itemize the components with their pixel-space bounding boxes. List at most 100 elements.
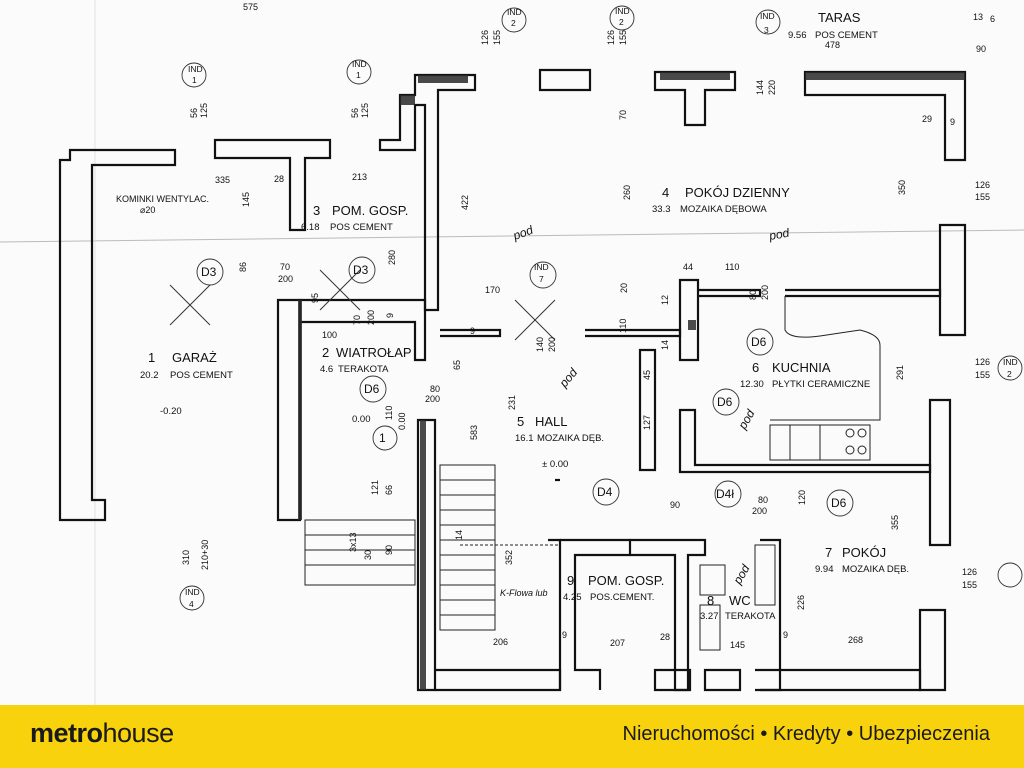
svg-text:70: 70: [280, 262, 290, 272]
svg-text:220: 220: [767, 80, 777, 95]
svg-text:120: 120: [797, 490, 807, 505]
svg-text:POS CEMENT: POS CEMENT: [170, 370, 233, 381]
walls: [58, 68, 967, 692]
svg-text:20.2: 20.2: [140, 370, 159, 381]
svg-text:MOZAIKA DĘBOWA: MOZAIKA DĘBOWA: [680, 204, 767, 215]
svg-text:3: 3: [313, 203, 320, 218]
svg-text:200: 200: [547, 337, 557, 352]
svg-text:110: 110: [618, 319, 628, 333]
svg-text:TARAS: TARAS: [818, 10, 861, 25]
svg-text:D4ł: D4ł: [716, 487, 734, 501]
svg-text:pod: pod: [735, 407, 758, 432]
svg-text:155: 155: [962, 580, 977, 590]
svg-text:4.6: 4.6: [320, 364, 333, 375]
svg-text:110: 110: [384, 406, 394, 420]
room-label-2: 2 WIATROŁAP 4.6 TERAKOTA: [320, 345, 412, 375]
svg-text:268: 268: [848, 635, 863, 645]
svg-text:80: 80: [430, 384, 440, 394]
logo-light-part: house: [102, 718, 175, 748]
svg-text:4: 4: [662, 185, 669, 200]
svg-text:70: 70: [352, 315, 362, 325]
svg-text:33.3: 33.3: [652, 204, 671, 215]
svg-text:D6: D6: [831, 496, 847, 510]
svg-text:100: 100: [322, 330, 337, 340]
svg-text:9: 9: [783, 630, 788, 640]
svg-text:9.94: 9.94: [815, 564, 834, 575]
svg-text:9: 9: [470, 326, 475, 336]
svg-text:D6: D6: [364, 382, 380, 396]
svg-text:IND: IND: [760, 11, 775, 21]
svg-text:226: 226: [796, 595, 806, 610]
svg-text:170: 170: [485, 285, 500, 295]
room-label-8: 8 WC 3.27 TERAKOTA: [700, 593, 776, 622]
svg-text:pod: pod: [767, 226, 790, 243]
svg-text:260: 260: [622, 185, 632, 200]
staircase: [304, 464, 560, 631]
svg-text:IND: IND: [185, 587, 200, 597]
svg-text:583: 583: [469, 425, 479, 440]
svg-text:D6: D6: [717, 395, 733, 409]
svg-text:155: 155: [975, 370, 990, 380]
svg-text:IND: IND: [615, 6, 630, 16]
svg-text:310: 310: [181, 550, 191, 565]
svg-text:8: 8: [707, 593, 714, 608]
svg-text:7: 7: [539, 274, 544, 284]
svg-text:POS CEMENT: POS CEMENT: [330, 222, 393, 233]
svg-text:206: 206: [493, 637, 508, 647]
svg-text:14: 14: [660, 340, 670, 350]
svg-text:90: 90: [384, 545, 394, 555]
svg-text:45: 45: [642, 370, 652, 380]
svg-text:K-Flowa lub: K-Flowa lub: [500, 588, 548, 598]
svg-text:POM. GOSP.: POM. GOSP.: [332, 203, 408, 218]
svg-text:2: 2: [619, 17, 624, 27]
svg-text:IND: IND: [534, 262, 549, 272]
room-label-1: 1 GARAŻ 20.2 POS CEMENT: [140, 350, 233, 381]
svg-text:IND: IND: [507, 7, 522, 17]
svg-text:200: 200: [752, 506, 767, 516]
svg-text:65: 65: [452, 360, 462, 370]
svg-text:20: 20: [619, 283, 629, 293]
svg-text:28: 28: [274, 174, 284, 184]
svg-text:14: 14: [454, 530, 464, 540]
wall-hatching: [298, 72, 965, 690]
svg-text:155: 155: [975, 192, 990, 202]
svg-text:POS CEMENT: POS CEMENT: [815, 30, 878, 41]
svg-text:IND: IND: [1003, 357, 1018, 367]
svg-text:207: 207: [610, 638, 625, 648]
svg-text:4: 4: [189, 599, 194, 609]
svg-text:⌀20: ⌀20: [140, 205, 155, 215]
svg-text:200: 200: [278, 274, 293, 284]
svg-text:12: 12: [660, 295, 670, 305]
svg-text:28: 28: [660, 632, 670, 642]
svg-text:MOZAIKA DĘB.: MOZAIKA DĘB.: [537, 433, 604, 444]
svg-text:IND: IND: [352, 59, 367, 69]
svg-text:335: 335: [215, 175, 230, 185]
svg-text:90: 90: [670, 500, 680, 510]
svg-text:145: 145: [730, 640, 745, 650]
svg-text:9: 9: [385, 313, 395, 318]
svg-text:126: 126: [962, 567, 977, 577]
room-label-4: 4 POKÓJ DZIENNY 33.3 MOZAIKA DĘBOWA: [652, 185, 790, 215]
svg-text:pod: pod: [510, 223, 535, 243]
svg-text:D3: D3: [201, 265, 217, 279]
svg-text:POKÓJ: POKÓJ: [842, 545, 886, 560]
svg-text:MOZAIKA DĘB.: MOZAIKA DĘB.: [842, 564, 909, 575]
svg-text:16.1: 16.1: [515, 433, 534, 444]
svg-text:80: 80: [758, 495, 768, 505]
svg-text:D6: D6: [751, 335, 767, 349]
room-label-7: 7 POKÓJ 9.94 MOZAIKA DĘB.: [815, 545, 909, 575]
dimension-labels: 575 335 28 213 422 260 350 145 86 70 200…: [181, 2, 995, 650]
svg-text:126: 126: [975, 180, 990, 190]
logo-bold-part: metro: [30, 718, 103, 748]
svg-text:145: 145: [241, 192, 251, 207]
svg-text:350: 350: [897, 180, 907, 195]
svg-text:9: 9: [562, 630, 567, 640]
svg-text:1: 1: [148, 350, 155, 365]
svg-text:126: 126: [480, 30, 490, 45]
svg-text:9: 9: [567, 573, 574, 588]
svg-text:280: 280: [387, 250, 397, 265]
svg-text:pod: pod: [556, 365, 580, 390]
svg-text:200: 200: [760, 285, 770, 300]
svg-text:3: 3: [764, 25, 769, 35]
svg-text:6: 6: [990, 14, 995, 24]
